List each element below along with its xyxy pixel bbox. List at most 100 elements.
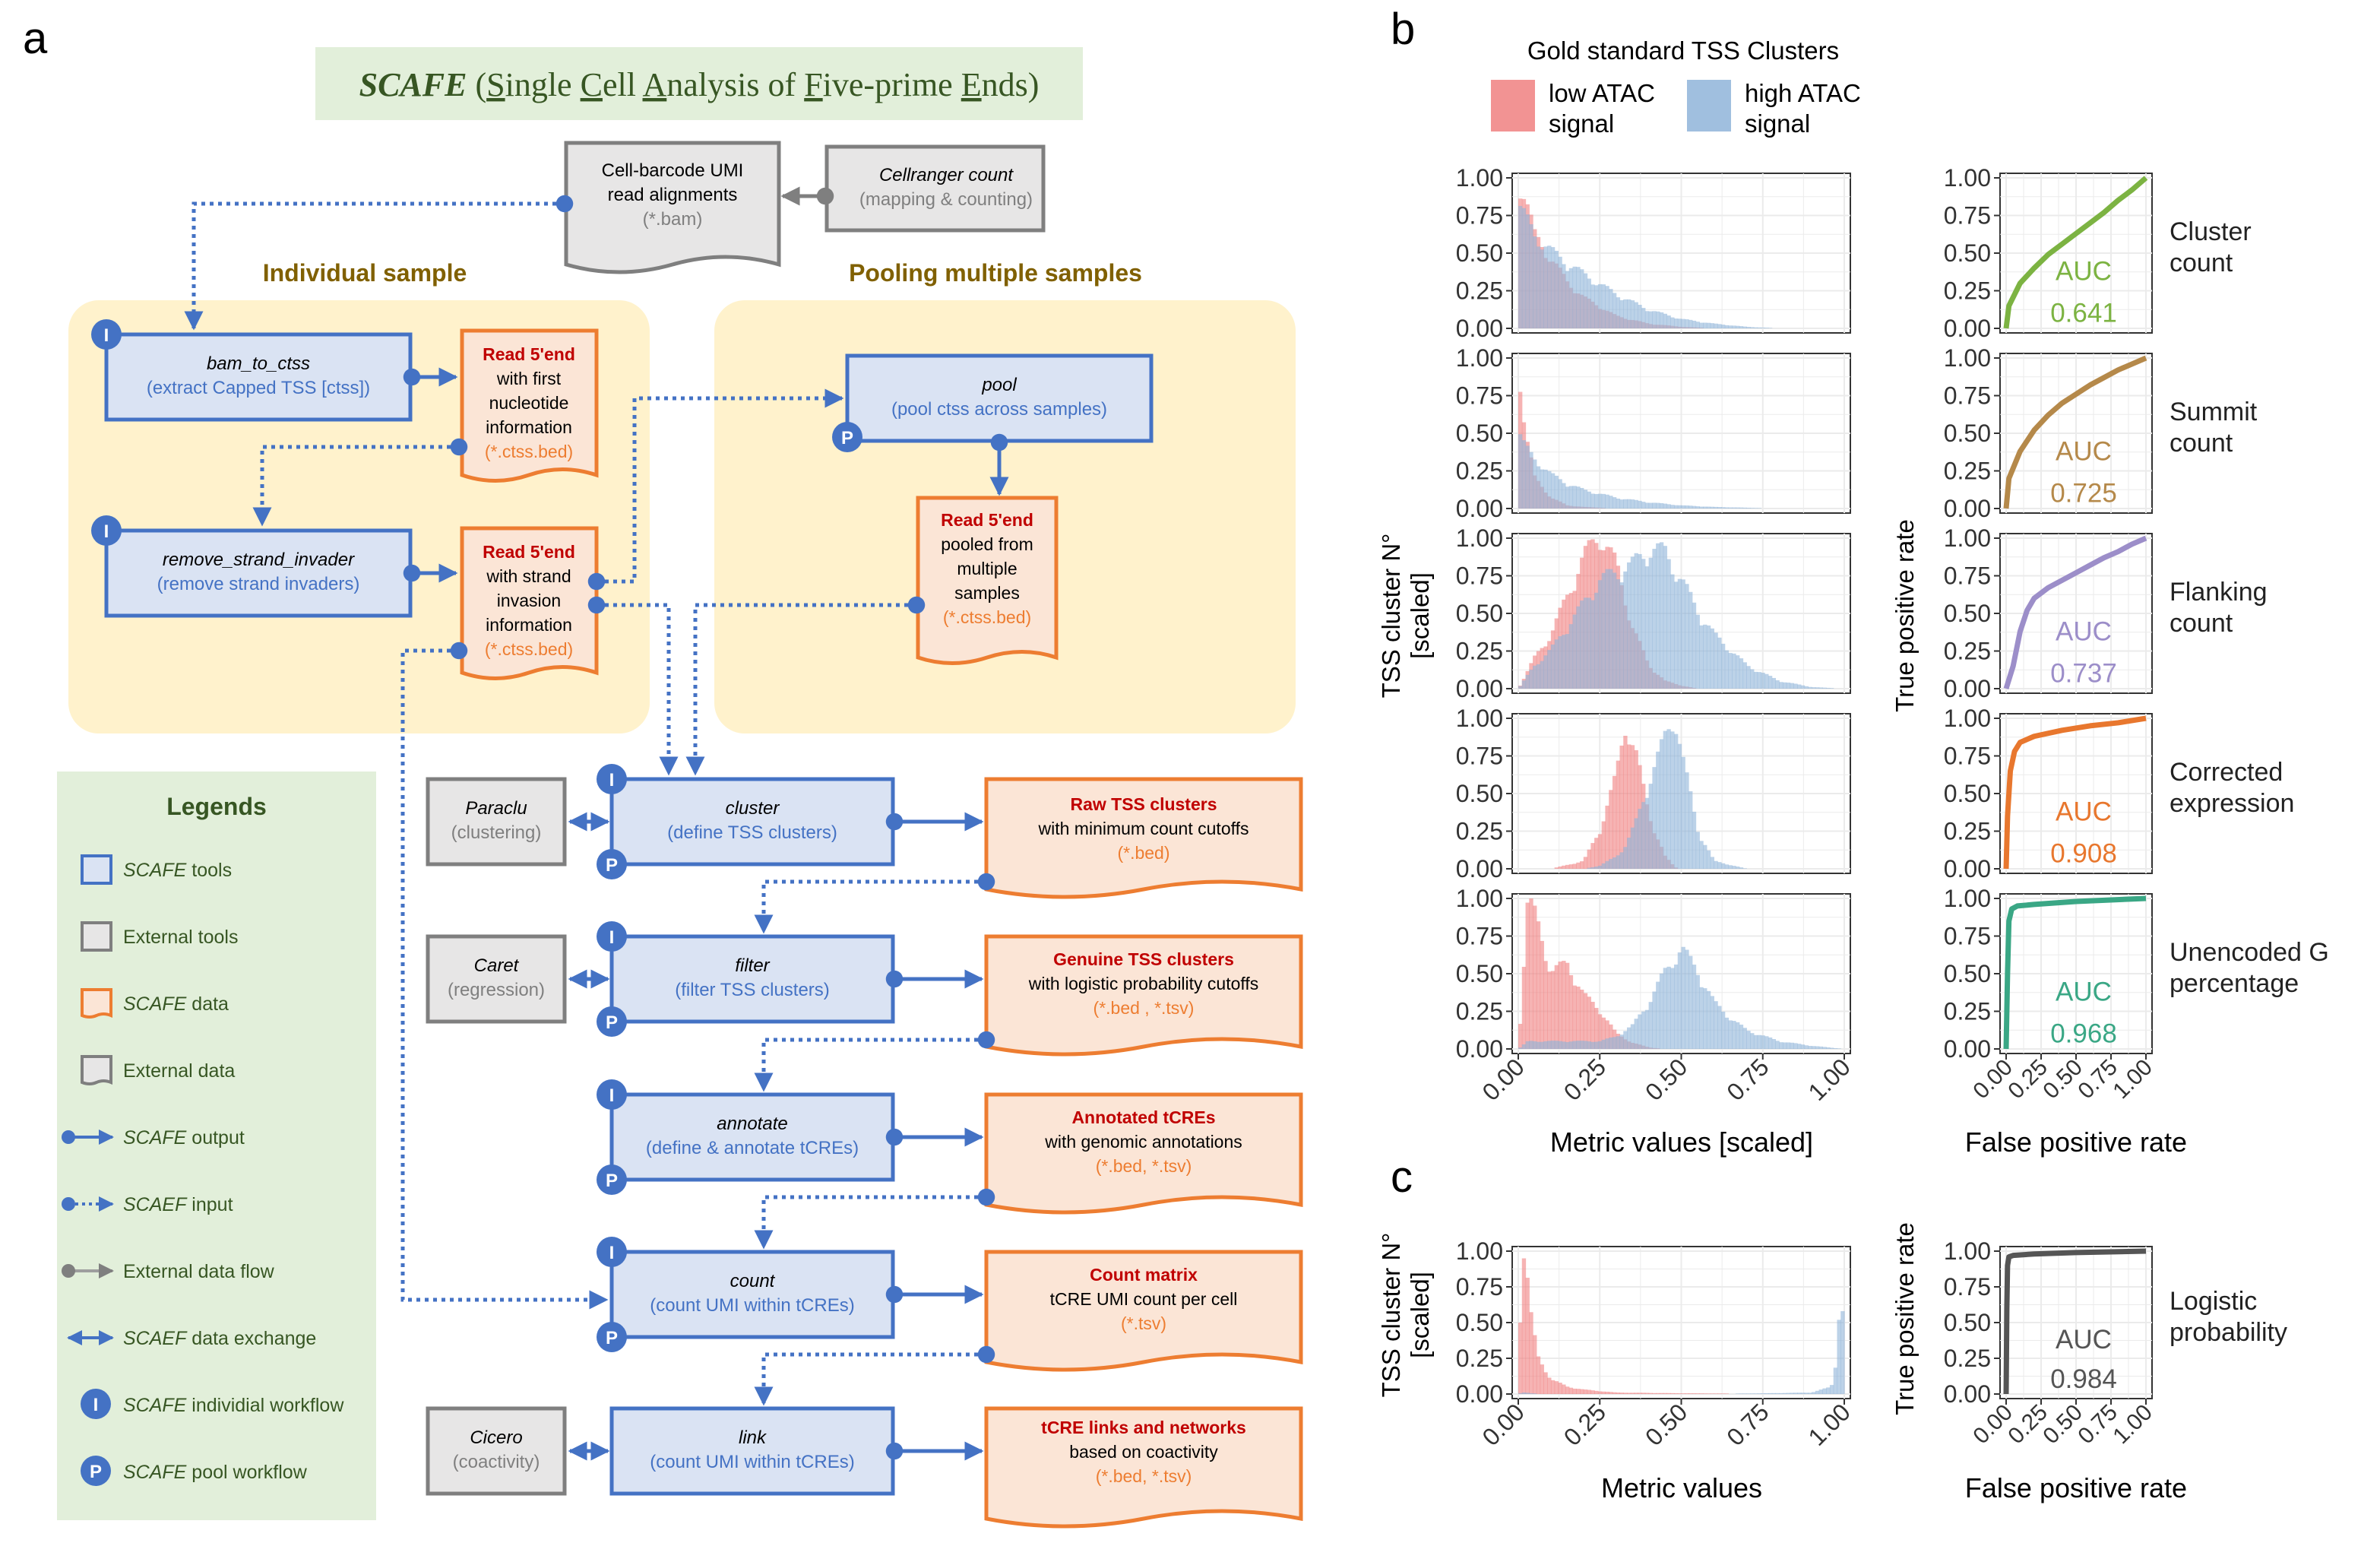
hist-row-3-bar-1-37 <box>1652 767 1657 869</box>
hist-row-4-bar-1-71 <box>1775 1041 1780 1049</box>
hist-row-3-bar-1-45 <box>1681 756 1685 869</box>
hist-c-bar-1-1 <box>1521 1392 1527 1394</box>
hist-row-0-bar-1-64 <box>1750 327 1755 328</box>
hist-row-4-bar-1-65 <box>1753 1034 1758 1049</box>
hist-row-1: 0.000.250.500.751.00 <box>1456 344 1851 522</box>
hist-row-3-bar-0-28 <box>1619 745 1624 869</box>
hist-row-1-bar-1-17 <box>1580 487 1584 509</box>
hist-c-ytick-label-1: 0.25 <box>1456 1345 1503 1372</box>
hist-row-4-bar-1-10 <box>1554 1041 1559 1049</box>
hist-row-3-bar-0-31 <box>1630 745 1635 869</box>
hist-row-1-bar-1-48 <box>1692 505 1697 509</box>
roc-row-2-ytick-label-2: 0.50 <box>1944 600 1991 627</box>
hist-c-bar-0-31 <box>1630 1393 1635 1394</box>
roc-c: AUC0.9840.000.250.500.751.000.000.250.50… <box>1944 1237 2157 1449</box>
hist-row-2-ytick-label-0: 0.00 <box>1456 675 1503 702</box>
legend-label-7-rest: data exchange <box>186 1328 316 1349</box>
hist-row-1-bar-1-55 <box>1717 507 1722 509</box>
hist-row-4-bar-1-16 <box>1576 1041 1581 1049</box>
legend-label-0-em: SCAFE <box>123 860 187 881</box>
legend-label-3-rest: External data <box>123 1060 235 1082</box>
hist-c-bar-1-67 <box>1761 1393 1765 1394</box>
hist-row-0-bar-1-46 <box>1685 319 1689 328</box>
roc-row-1-ytick-label-4: 1.00 <box>1944 344 1991 372</box>
legend-swatch-external-tool <box>81 921 112 952</box>
cellranger-tool: Cellranger count (mapping & counting) <box>824 144 1046 233</box>
hist-row-4-bar-1-55 <box>1717 1006 1722 1049</box>
hist-row-4-bar-1-34 <box>1641 1011 1646 1049</box>
hist-c-bar-0-7 <box>1543 1372 1548 1394</box>
badge-individual-bam-to-ctss-letter: I <box>104 325 109 346</box>
badge-pool-pool: P <box>832 422 862 452</box>
metric-label-3-line1: Corrected <box>2170 758 2283 787</box>
input-arrows <box>184 195 995 1406</box>
hist-c-bar-0-15 <box>1572 1388 1577 1394</box>
hist-row-4-bar-1-84 <box>1822 1047 1827 1049</box>
hist-row-0-bar-1-50 <box>1699 322 1704 328</box>
hist-row-4-bar-0-17 <box>1580 989 1584 1049</box>
legend-label-2: SCAFE data <box>123 993 229 1015</box>
roc-row-1-auc-value: 0.725 <box>2050 478 2117 508</box>
hist-row-0-bar-1-32 <box>1634 302 1638 328</box>
hist-row-4-bar-0-21 <box>1594 1008 1599 1049</box>
panel-letter-c: c <box>1391 1152 1413 1202</box>
hist-row-4-bar-1-7 <box>1543 1041 1548 1049</box>
hist-c-bar-0-16 <box>1576 1389 1581 1394</box>
roc-row-4-ytick-label-4: 1.00 <box>1944 885 1991 912</box>
hist-row-1-bar-1-15 <box>1572 486 1577 509</box>
panel-c-roc-xlabel: False positive rate <box>1965 1472 2187 1503</box>
hist-row-1-bar-1-13 <box>1565 486 1570 509</box>
hist-row-4-bar-1-9 <box>1550 1041 1556 1049</box>
hist-row-4-bar-1-24 <box>1605 1038 1609 1049</box>
hist-row-4-ytick-label-0: 0.00 <box>1456 1035 1503 1063</box>
legend-label-8-rest: individial workflow <box>186 1395 344 1416</box>
hist-row-4-bar-1-68 <box>1764 1036 1769 1049</box>
hist-c-bar-1-85 <box>1826 1387 1831 1394</box>
badge-pool-filter-letter: P <box>606 1012 618 1033</box>
hist-row-2-bar-1-18 <box>1583 597 1588 689</box>
legend-label-2-em: SCAFE <box>123 993 187 1015</box>
group-legend: Gold standard TSS Clusters low ATAC sign… <box>1491 36 1861 138</box>
hist-row-2-bar-1-42 <box>1670 574 1675 689</box>
hist-row-3-bar-1-51 <box>1703 844 1707 869</box>
roc-row-4-ytick-label-1: 0.25 <box>1944 998 1991 1025</box>
legend-label-5-rest: input <box>186 1194 233 1215</box>
hist-row-3-bar-1-47 <box>1688 791 1693 869</box>
legend-label-0-rest: tools <box>186 860 232 881</box>
hist-row-3-bar-1-42 <box>1670 731 1675 869</box>
hist-row-4-bar-0-1 <box>1521 966 1527 1049</box>
hist-row-0-bar-1-2 <box>1525 214 1530 328</box>
hist-row-0-bar-1-47 <box>1688 319 1693 328</box>
hist-row-2-bar-1-43 <box>1673 581 1679 689</box>
hist-row-4-bar-1-47 <box>1688 955 1693 1049</box>
hist-row-1-bar-1-26 <box>1612 497 1617 509</box>
hist-c-bar-0-41 <box>1666 1393 1671 1394</box>
panel-letter-a: a <box>23 14 48 63</box>
hist-row-4-bar-0-4 <box>1533 905 1537 1049</box>
legend-label-6-rest: External data flow <box>123 1261 275 1282</box>
hist-row-3-ytick-label-0: 0.00 <box>1456 855 1503 882</box>
hist-c-bar-1-63 <box>1746 1393 1751 1394</box>
hist-row-1-bar-1-65 <box>1753 508 1758 509</box>
hist-row-3-ytick-label-4: 1.00 <box>1456 705 1503 732</box>
hist-row-2-bar-1-69 <box>1768 676 1773 689</box>
hist-row-3-bar-1-24 <box>1605 860 1609 869</box>
hist-row-1-bar-1-16 <box>1576 486 1581 509</box>
roc-row-1-ytick-label-3: 0.75 <box>1944 382 1991 410</box>
hist-row-3-ytick-label-3: 0.75 <box>1456 743 1503 770</box>
pool-desc: (pool ctss across samples) <box>891 399 1107 420</box>
hist-row-4-bar-1-40 <box>1663 968 1668 1049</box>
hist-row-4-bar-1-63 <box>1746 1031 1751 1049</box>
hist-row-2-bar-1-27 <box>1616 579 1621 689</box>
hist-row-3-bar-1-55 <box>1717 862 1722 869</box>
ctss1-line1: with first <box>496 369 562 388</box>
hist-row-4-bar-1-32 <box>1634 1019 1638 1049</box>
hist-row-1-ytick-label-4: 1.00 <box>1456 344 1503 372</box>
badge-individual-cluster-letter: I <box>609 770 615 791</box>
hist-c-bar-1-78 <box>1800 1393 1806 1394</box>
hist-row-3-bar-1-61 <box>1739 867 1744 869</box>
roc-row-1-ytick-label-1: 0.25 <box>1944 458 1991 485</box>
hist-row-4-bar-1-0 <box>1518 1047 1523 1049</box>
hist-row-2-ytick-label-3: 0.75 <box>1456 562 1503 590</box>
